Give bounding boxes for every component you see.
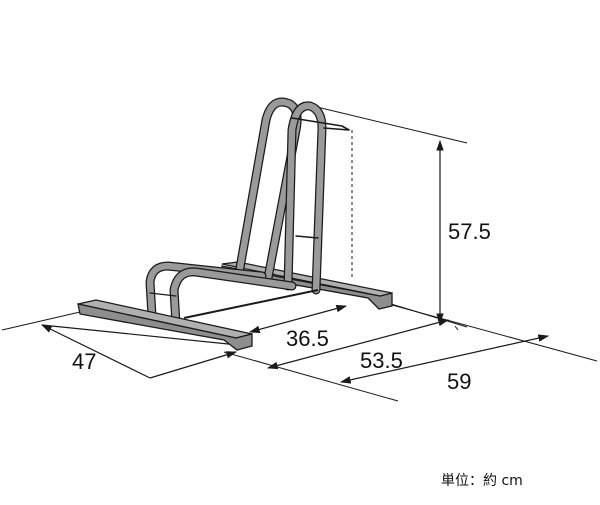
rear-base-rail [221,261,393,310]
left-dimension-arrow-a [41,324,151,379]
front-extension-line [223,351,399,402]
top-extension-line [316,106,468,144]
right-extension-line [391,304,598,362]
front-base-rail [77,299,253,351]
left-extension-line [1,311,81,331]
left-dimension-arrow-b [149,351,238,379]
depth-outer-dimension-arrow [339,334,550,384]
height-label: 57.5 [448,219,491,244]
cross-bar [183,289,319,319]
unit-note: 単位：約 cm [441,473,523,489]
depth-outer-label: 59 [447,369,472,394]
left-width-label: 47 [72,349,97,374]
width-label: 36.5 [286,326,329,351]
low-loop-frame [145,261,297,329]
depth-inner-label: 53.5 [360,348,403,373]
upright-frame [235,97,350,295]
